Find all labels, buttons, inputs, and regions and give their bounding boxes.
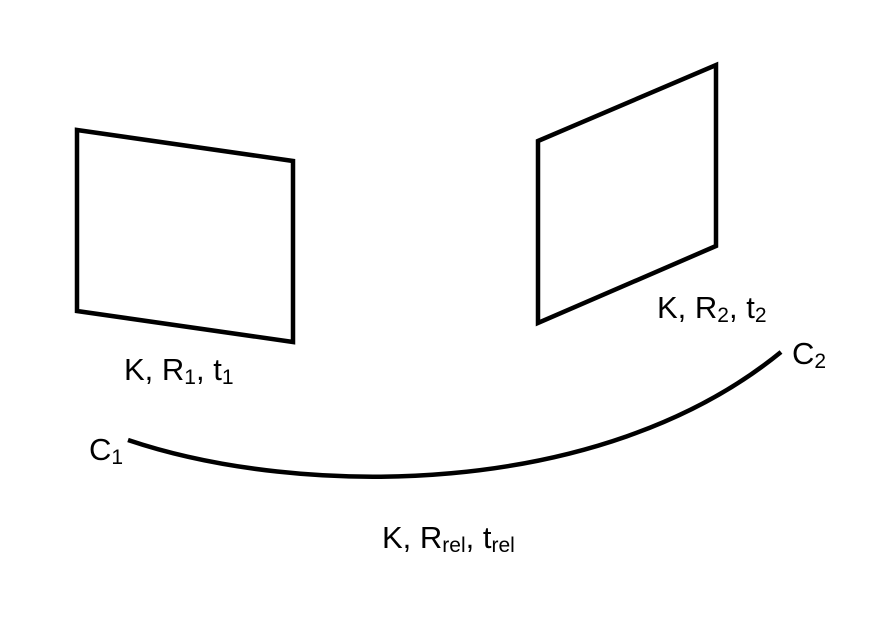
camera2-params-label: K, R2, t2 [657, 290, 767, 327]
camera1-params-label: K, R1, t1 [124, 352, 234, 389]
relative-motion-curve [127, 350, 783, 479]
relative-pose-label: K, Rrel, trel [382, 520, 515, 557]
image-plane-1 [74, 127, 296, 345]
camera2-center-label: C2 [792, 336, 826, 373]
image-plane-2 [535, 61, 719, 327]
camera1-center-label: C1 [89, 432, 123, 469]
